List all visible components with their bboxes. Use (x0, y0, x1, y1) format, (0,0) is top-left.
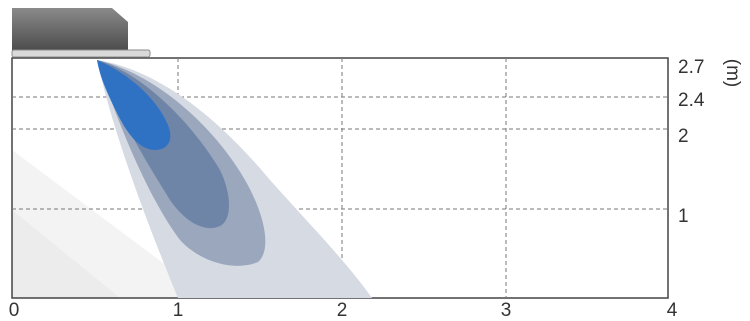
x-tick-label: 2 (337, 300, 348, 321)
x-tick-label: 3 (501, 300, 512, 321)
ceiling-unit (11, 8, 151, 58)
x-tick-label: 1 (173, 300, 184, 321)
x-tick-label: 4 (667, 300, 678, 321)
y-tick-label: 2.4 (678, 90, 705, 111)
y-tick-label: 2.7 (678, 57, 704, 78)
x-tick-label: 0 (9, 300, 20, 321)
y-axis-unit-label: (m) (722, 59, 743, 87)
y-tick-label: 2 (678, 126, 689, 147)
ceiling-unit-panel (11, 49, 151, 58)
ceiling-unit-body (12, 8, 128, 52)
airflow-plume (97, 60, 372, 298)
plume-core-region (97, 60, 171, 150)
background-streaks (12, 150, 210, 298)
x-axis-labels: 0 1 2 3 4 (9, 300, 678, 321)
y-axis-labels: 2.7 2.4 2 1 (678, 57, 705, 227)
y-tick-label: 1 (678, 206, 689, 227)
